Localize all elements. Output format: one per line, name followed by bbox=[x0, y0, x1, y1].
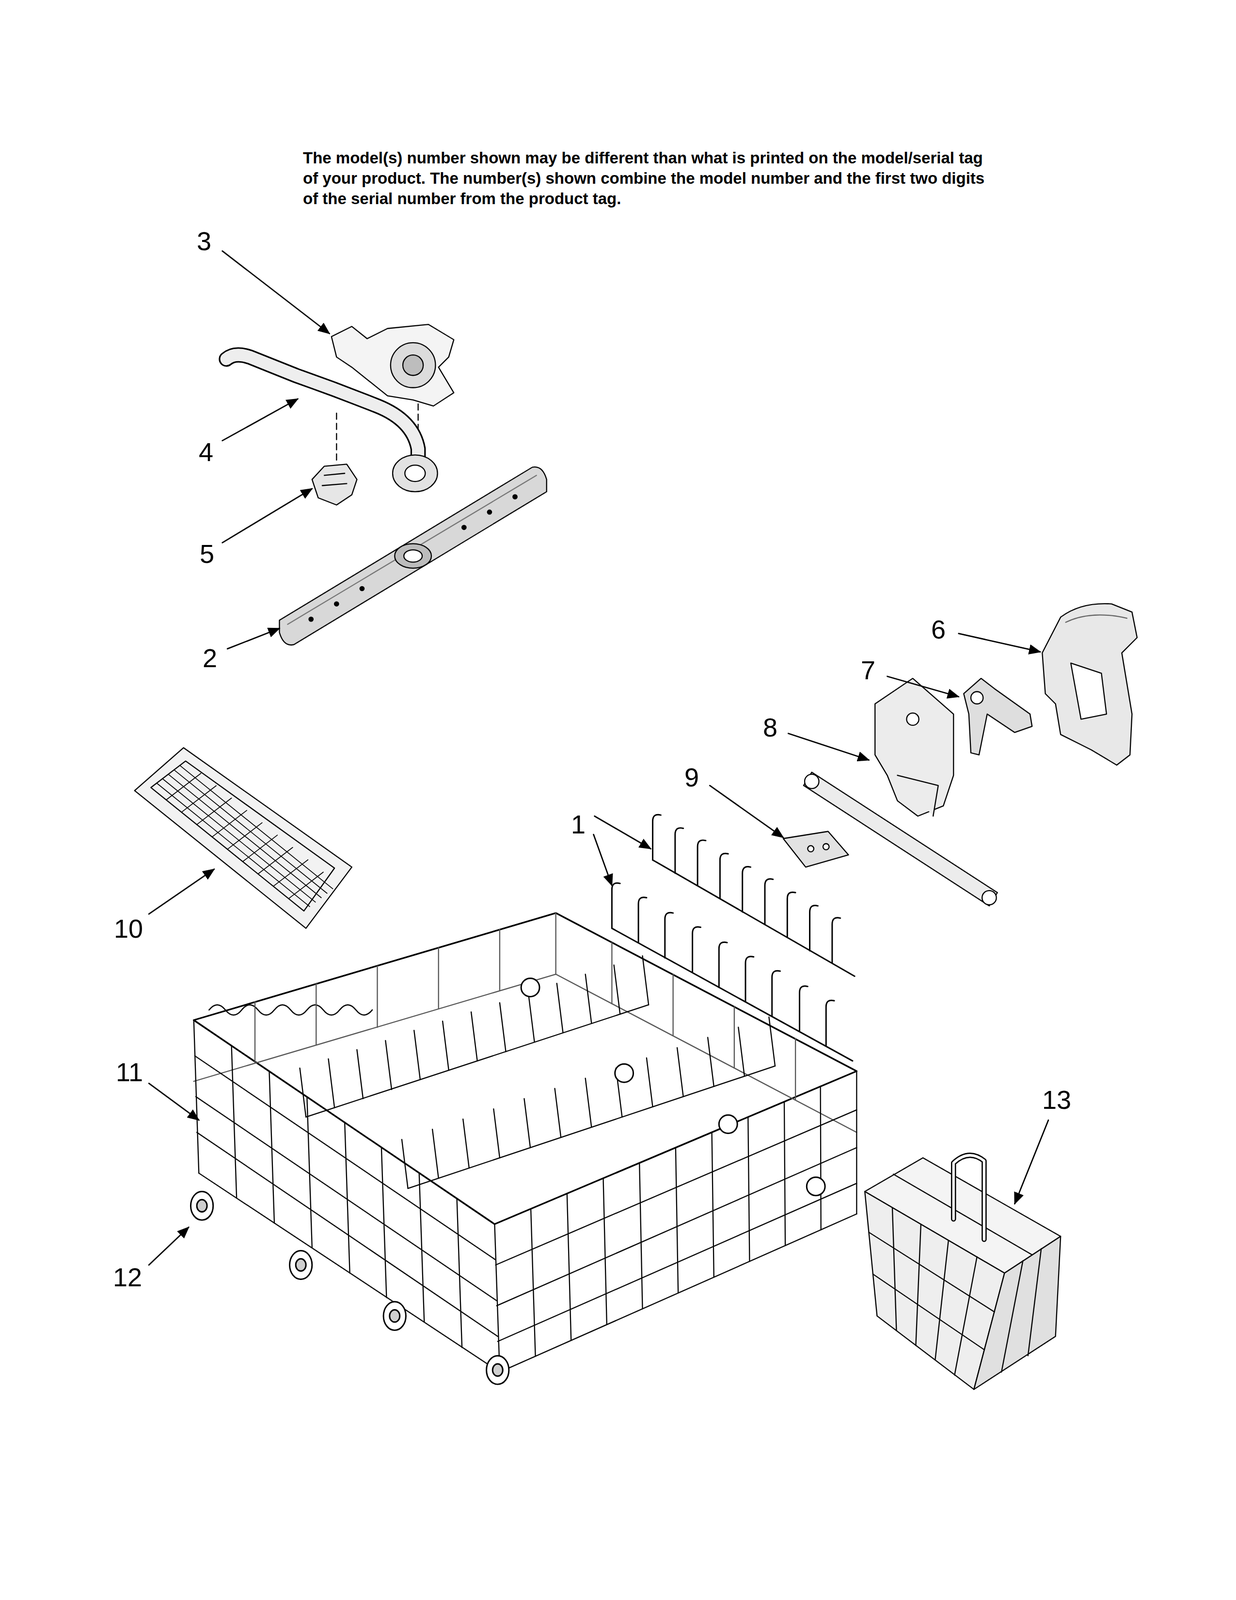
spray-arm bbox=[279, 466, 547, 645]
adjuster-lever bbox=[963, 678, 1032, 755]
note-text: The model(s) number shown may be differe… bbox=[302, 147, 1001, 209]
callout-number: 11 bbox=[115, 1058, 143, 1085]
utensil-tray bbox=[134, 747, 352, 928]
tine-row bbox=[611, 814, 855, 1061]
dish-rack bbox=[190, 912, 857, 1384]
leader-arrow bbox=[148, 251, 1049, 1265]
callout-number: 10 bbox=[113, 915, 143, 942]
callout-number: 9 bbox=[684, 763, 699, 791]
silverware-basket bbox=[864, 1155, 1061, 1390]
rail-clip bbox=[783, 831, 849, 868]
callout-number: 7 bbox=[860, 656, 876, 683]
callout-number: 5 bbox=[199, 540, 215, 567]
tube-clip bbox=[312, 463, 358, 505]
callout-number: 4 bbox=[198, 438, 214, 465]
callout-number: 3 bbox=[196, 227, 212, 254]
callout-number: 13 bbox=[1042, 1086, 1072, 1113]
rack-adjuster-cover bbox=[1042, 603, 1138, 765]
callout-number: 2 bbox=[202, 644, 218, 671]
callout-number: 6 bbox=[931, 616, 946, 643]
callout-number: 12 bbox=[112, 1263, 143, 1290]
callout-number: 8 bbox=[762, 713, 778, 741]
adjuster-assembly bbox=[803, 678, 998, 906]
callout-number: 1 bbox=[570, 810, 586, 838]
